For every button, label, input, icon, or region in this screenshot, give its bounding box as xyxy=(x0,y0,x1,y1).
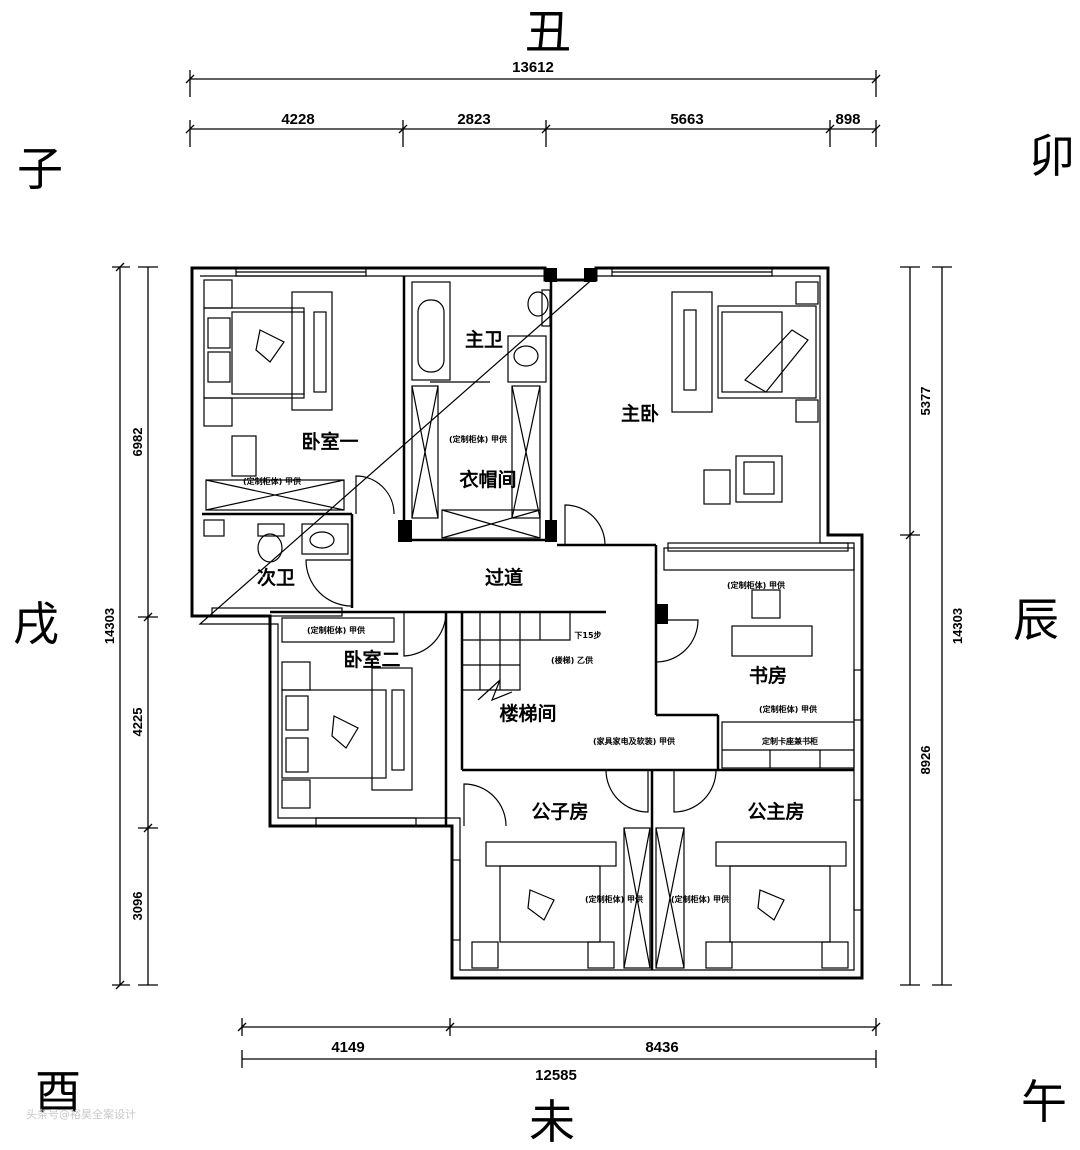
direction-northeast: 卯 xyxy=(1029,129,1075,183)
direction-southeast: 午 xyxy=(1021,1075,1067,1129)
note-stairs-down: 下15步 xyxy=(574,630,601,640)
windows xyxy=(211,267,863,941)
note-cabinet-son: (定制柜体) 甲供 xyxy=(585,894,643,904)
dim-top-seg-4: 898 xyxy=(835,111,860,128)
direction-southwest: 酉 xyxy=(35,1065,81,1119)
room-label-bedroom-two: 卧室二 xyxy=(343,648,400,671)
room-label-master-bath: 主卫 xyxy=(465,329,503,351)
left-dimension-lines xyxy=(112,262,158,990)
outer-wall xyxy=(190,266,864,980)
note-cabinet-daughter: (定制柜体) 甲供 xyxy=(671,894,729,904)
room-label-stairwell: 楼梯间 xyxy=(499,702,556,725)
door-swings xyxy=(305,475,717,827)
dim-top-seg-2: 2823 xyxy=(457,111,490,128)
dim-left-seg-1: 6982 xyxy=(130,428,145,457)
note-cabinet-cloak: (定制柜体) 甲供 xyxy=(449,434,507,444)
dim-left-seg-2: 4225 xyxy=(130,708,145,737)
dim-bottom-seg-2: 8436 xyxy=(645,1039,678,1056)
room-label-cloakroom: 衣帽间 xyxy=(459,468,516,491)
dim-top-total: 13612 xyxy=(512,59,554,76)
room-label-son-room: 公子房 xyxy=(531,800,588,823)
note-stairs-b: (楼梯) 乙供 xyxy=(551,655,593,665)
room-label-study: 书房 xyxy=(749,664,787,687)
direction-northwest: 子 xyxy=(17,142,63,196)
room-label-bedroom-one: 卧室一 xyxy=(301,430,358,453)
dim-left-total: 14303 xyxy=(102,608,117,644)
dim-bottom-seg-1: 4149 xyxy=(331,1039,364,1056)
note-study-shelf: 定制卡座兼书柜 xyxy=(761,736,818,746)
dim-top-seg-3: 5663 xyxy=(670,111,703,128)
direction-south: 未 xyxy=(529,1095,575,1149)
interior-walls xyxy=(202,276,854,970)
dim-bottom-total: 12585 xyxy=(535,1067,577,1084)
dim-left-seg-3: 3096 xyxy=(130,892,145,921)
note-cabinet-bed1: (定制柜体) 甲供 xyxy=(243,476,301,486)
furniture xyxy=(203,279,855,969)
note-cabinet-bed2: (定制柜体) 甲供 xyxy=(307,625,365,635)
room-label-daughter-room: 公主房 xyxy=(747,800,804,823)
dim-right-seg-2: 8926 xyxy=(918,746,933,775)
room-label-corridor: 过道 xyxy=(485,566,523,589)
top-dimension-lines xyxy=(185,70,881,147)
note-cabinet-study: (定制柜体) 甲供 xyxy=(727,580,785,590)
direction-north: 丑 xyxy=(525,5,571,59)
note-study-desk: (定制柜体) 甲供 xyxy=(759,704,817,714)
dim-right-total: 14303 xyxy=(950,608,965,644)
note-furniture: (家具家电及软装) 甲供 xyxy=(593,736,675,746)
room-label-master-bedroom: 主卧 xyxy=(621,403,659,425)
dim-right-seg-1: 5377 xyxy=(918,387,933,416)
watermark: 头条号@裕昊全案设计 xyxy=(26,1107,136,1121)
columns xyxy=(398,268,668,624)
direction-west: 戌 xyxy=(13,597,59,651)
dim-top-seg-1: 4228 xyxy=(281,111,314,128)
bottom-dimension-lines xyxy=(237,1018,881,1068)
right-dimension-lines xyxy=(900,266,952,986)
room-label-second-bath: 次卫 xyxy=(257,566,295,589)
direction-east: 辰 xyxy=(1013,593,1059,647)
